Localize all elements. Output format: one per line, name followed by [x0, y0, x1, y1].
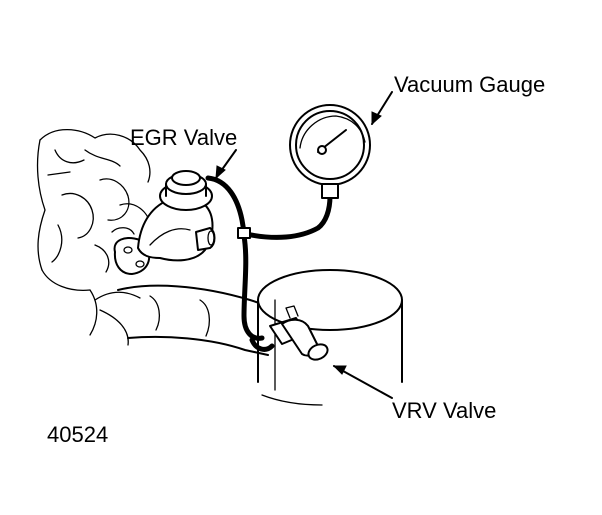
figure-number: 40524 — [47, 422, 108, 447]
air-cleaner-housing — [257, 269, 403, 406]
engine-block-outline — [36, 129, 151, 346]
vacuum-hoses — [205, 175, 333, 352]
vrv-valve-label: VRV Valve — [392, 398, 496, 423]
intake-pipe — [117, 284, 276, 356]
leader-arrows — [215, 91, 393, 399]
vacuum-gauge-drawing — [289, 104, 371, 199]
vacuum-gauge-label: Vacuum Gauge — [394, 72, 545, 97]
egr-valve-label: EGR Valve — [130, 125, 237, 150]
vrv-valve-drawing — [269, 305, 329, 361]
egr-valve-drawing — [113, 170, 216, 275]
